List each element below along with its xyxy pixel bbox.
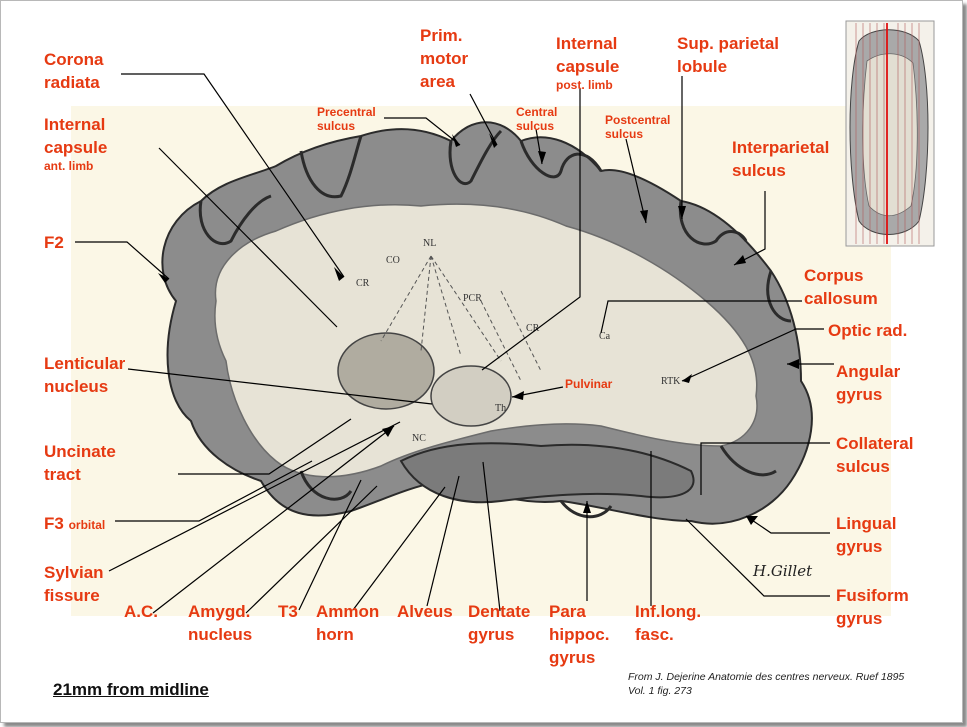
- letter-cr-left: CR: [356, 278, 370, 289]
- label-f3-sub: orbital: [68, 518, 106, 532]
- letter-pcr: PCR: [463, 293, 482, 304]
- label-dentate-line2: gyrus: [468, 625, 515, 644]
- label-para-line1: Para: [549, 602, 586, 621]
- label-fusiform-line1: Fusiform: [836, 586, 909, 605]
- label-corpus-line2: callosum: [804, 289, 878, 308]
- letter-th: Th: [495, 403, 506, 414]
- label-sylvian-line2: fissure: [44, 586, 100, 605]
- label-prim-line1: Prim.: [420, 26, 463, 45]
- slice-caption: 21mm from midline: [53, 680, 209, 699]
- label-dentate-gyrus: Dentate gyrus: [468, 600, 530, 646]
- label-dentate-line1: Dentate: [468, 602, 531, 621]
- letter-nc: NC: [412, 433, 426, 444]
- letter-ca: Ca: [599, 331, 611, 342]
- label-lenticular-nucleus: Lenticular nucleus: [44, 352, 125, 398]
- label-amygd-line1: Amygd.: [188, 602, 251, 621]
- label-uncinate-line2: tract: [44, 465, 81, 484]
- label-interparietal-line1: Interparietal: [732, 138, 830, 157]
- leader-arrowheads: [158, 133, 799, 525]
- illustrator-signature: H.Gillet: [752, 562, 813, 580]
- label-ic-post-line2: capsule: [556, 57, 620, 76]
- label-para-line2: hippoc.: [549, 625, 610, 644]
- label-uncinate-tract: Uncinate tract: [44, 440, 116, 486]
- label-interparietal-line2: sulcus: [732, 161, 786, 180]
- label-uncinate-line1: Uncinate: [44, 442, 116, 461]
- label-corona-radiata-line2: radiata: [44, 73, 100, 92]
- letter-co: CO: [386, 255, 400, 266]
- label-prim-line3: area: [420, 72, 455, 91]
- label-sup-parietal-lobule: Sup. parietal lobule: [677, 32, 779, 78]
- label-amygd-nucleus: Amygd. nucleus: [188, 600, 252, 646]
- label-optic-rad: Optic rad.: [828, 321, 908, 340]
- label-t3: T3: [278, 602, 298, 621]
- label-ammon-line2: horn: [316, 625, 354, 644]
- label-inf-long-fasc: Inf.long. fasc.: [635, 600, 701, 646]
- label-corona-radiata-line1: Corona: [44, 50, 104, 69]
- label-lenticular-line1: Lenticular: [44, 354, 126, 373]
- label-corpus-callosum: Corpus callosum: [804, 264, 878, 310]
- label-prim-motor-area: Prim. motor area: [420, 24, 468, 93]
- label-pulvinar: Pulvinar: [565, 377, 613, 391]
- label-collateral-sulcus: Collateral sulcus: [836, 432, 913, 478]
- source-citation: From J. Dejerine Anatomie des centres ne…: [628, 670, 904, 698]
- label-ac: A.C.: [124, 602, 158, 621]
- label-precentral-line2: sulcus: [317, 119, 356, 133]
- label-sylvian-fissure: Sylvian fissure: [44, 561, 104, 607]
- label-fusiform-gyrus: Fusiform gyrus: [836, 584, 909, 630]
- label-f2: F2: [44, 233, 64, 252]
- label-postcentral-sulcus: Postcentral sulcus: [605, 113, 670, 141]
- sagittal-brain-section: [161, 121, 813, 525]
- label-lingual-gyrus: Lingual gyrus: [836, 512, 896, 558]
- label-ic-post-sub: post. limb: [556, 78, 613, 92]
- label-precentral-line1: Precentral: [317, 105, 376, 119]
- label-corona-radiata: Corona radiata: [44, 48, 104, 94]
- letter-nl: NL: [423, 238, 436, 249]
- label-ammon-horn: Ammon horn: [316, 600, 379, 646]
- label-para-hippoc-gyrus: Para hippoc. gyrus: [549, 600, 609, 669]
- label-f3-orbital: F3 orbital: [44, 512, 105, 535]
- label-internal-capsule-ant-line2: capsule: [44, 138, 108, 157]
- label-postcentral-line1: Postcentral: [605, 113, 671, 127]
- label-ammon-line1: Ammon: [316, 602, 380, 621]
- label-sup-parietal-line2: lobule: [677, 57, 728, 76]
- label-postcentral-line2: sulcus: [605, 127, 644, 141]
- label-prim-line2: motor: [420, 49, 469, 68]
- label-collateral-line1: Collateral: [836, 434, 914, 453]
- label-inf-long-line2: fasc.: [635, 625, 674, 644]
- label-corpus-line1: Corpus: [804, 266, 864, 285]
- label-internal-capsule-ant: Internal capsule ant. limb: [44, 113, 107, 173]
- label-lenticular-line2: nucleus: [44, 377, 109, 396]
- label-para-line3: gyrus: [549, 648, 596, 667]
- label-amygd-line2: nucleus: [188, 625, 253, 644]
- label-internal-capsule-post: Internal capsule post. limb: [556, 32, 619, 92]
- label-sylvian-line1: Sylvian: [44, 563, 104, 582]
- label-fusiform-line2: gyrus: [836, 609, 883, 628]
- label-precentral-sulcus: Precentral sulcus: [317, 105, 376, 133]
- label-central-line2: sulcus: [516, 119, 555, 133]
- label-angular-gyrus: Angular gyrus: [836, 360, 900, 406]
- label-lingual-line1: Lingual: [836, 514, 897, 533]
- letter-cr-right: CR: [526, 323, 540, 334]
- letter-rtk: RTK: [661, 376, 681, 387]
- label-angular-line1: Angular: [836, 362, 901, 381]
- label-lingual-line2: gyrus: [836, 537, 883, 556]
- label-central-line1: Central: [516, 105, 558, 119]
- label-collateral-line2: sulcus: [836, 457, 890, 476]
- label-f3: F3: [44, 514, 64, 533]
- citation-line2: Vol. 1 fig. 273: [628, 685, 692, 697]
- leader-lines: [75, 73, 834, 614]
- label-alveus: Alveus: [397, 602, 453, 621]
- label-sup-parietal-line1: Sup. parietal: [677, 34, 780, 53]
- label-inf-long-line1: Inf.long.: [635, 602, 702, 621]
- label-internal-capsule-ant-line1: Internal: [44, 115, 106, 134]
- label-ic-post-line1: Internal: [556, 34, 618, 53]
- label-angular-line2: gyrus: [836, 385, 883, 404]
- citation-line1: From J. Dejerine Anatomie des centres ne…: [628, 671, 905, 683]
- label-internal-capsule-ant-sub: ant. limb: [44, 159, 94, 173]
- label-interparietal-sulcus: Interparietal sulcus: [732, 136, 829, 182]
- label-central-sulcus: Central sulcus: [516, 105, 557, 133]
- section-location-inset: [845, 20, 935, 247]
